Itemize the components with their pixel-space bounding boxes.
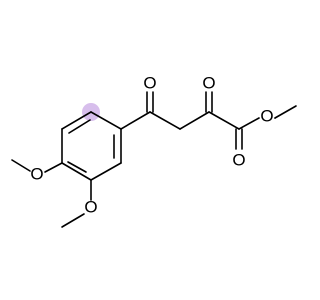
ring-inner-bond-2 [67,161,87,173]
ring-bond-1 [90,111,122,130]
atom-o-ester-carbonyl: O [232,151,245,170]
ring-bond-4 [61,162,92,181]
side-chain [120,91,297,150]
bond-c1-c2 [149,111,181,130]
bond-c2-c3 [179,111,210,130]
benzene-ring [61,111,122,181]
bond-ring-c1 [120,111,151,130]
atom-o-ester: O [260,107,273,126]
bond-o-ch3-3 [61,213,85,228]
ring-inner-bond-3 [68,119,91,134]
atom-o-methoxy-4: O [30,165,43,184]
atom-labels: O O O O O O [30,74,273,217]
atom-o-alpha-keto: O [202,74,215,93]
methoxy-groups [11,159,92,228]
molecule-structure: O O O O O O [11,74,297,228]
ring-bond-6 [61,111,92,130]
bond-o-ch3-4 [11,159,31,172]
bond-c3-c4 [208,111,240,130]
ring-bond-3 [90,162,122,181]
bond-c4-oester [238,117,260,130]
atom-o-ketone: O [143,74,156,93]
atom-o-methoxy-3: O [84,198,97,217]
bond-ch2-ch3 [274,105,297,119]
bond-c4-o [44,162,63,173]
